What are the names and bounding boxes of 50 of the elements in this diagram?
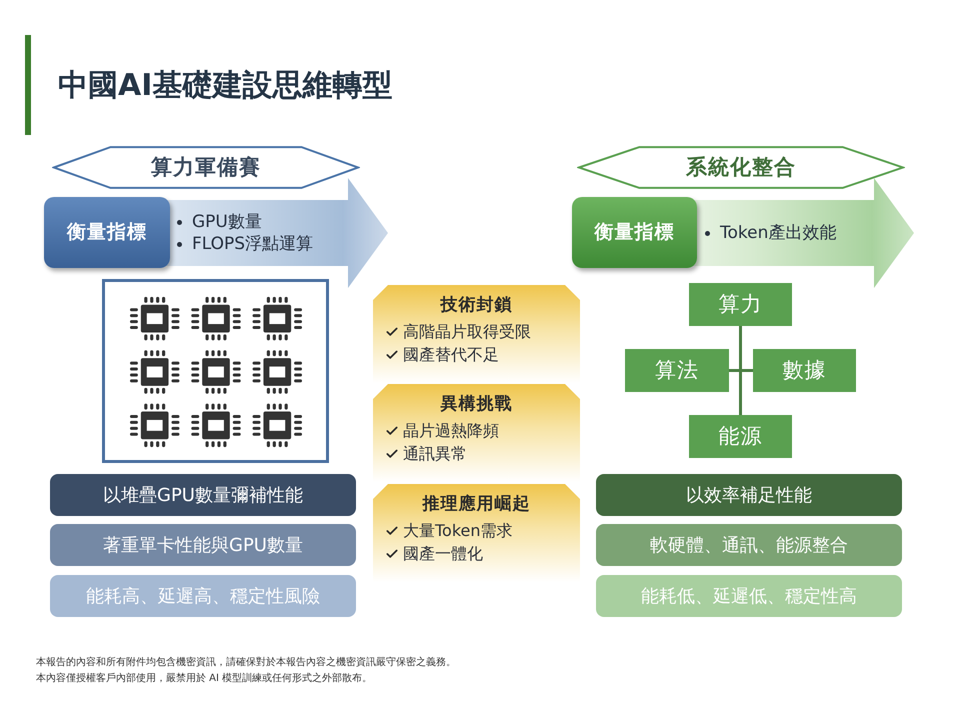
bullet-text: FLOPS浮點運算 [192,234,314,254]
metric-label: 衡量指標 [67,220,147,246]
checklist-item: 通訊異常 [403,442,467,464]
banner-title: 系統化整合 [686,154,796,181]
pillar-box [753,349,856,392]
challenge-panel [373,285,580,383]
challenge-panel [373,484,580,582]
bar-text: 能耗高、延遲高、穩定性風險 [86,584,320,608]
summary-bar [596,524,902,566]
pillar-label: 數據 [782,356,826,384]
checklist-item: 國產一體化 [403,542,483,564]
summary-bar [596,575,902,617]
metric-box [572,197,697,268]
bullet-text: GPU數量 [192,212,262,232]
bar-text: 能耗低、延遲低、穩定性高 [641,584,857,608]
block-arrow-banner [572,178,914,288]
metric-box [44,197,170,268]
bullet-text: Token產出效能 [720,222,836,244]
block-arrow-banner [44,178,388,288]
footnote-text: 本報告的內容和所有附件均包含機密資訊，請確保對於本報告內容之機密資訊嚴守保密之義務。 [36,656,456,670]
connector-line [739,326,742,415]
hexagon-banner [52,146,360,189]
challenge-panel [373,384,580,482]
metric-label: 衡量指標 [594,220,674,246]
summary-bar [50,524,356,566]
page-title: 中國AI基礎建設思維轉型 [58,67,392,105]
footnote-text: 本內容僅授權客戶內部使用，嚴禁用於 AI 模型訓練或任何形式之外部散布。 [36,672,372,686]
summary-bar [596,474,902,516]
panel-heading: 推理應用崛起 [422,493,530,516]
hexagon-banner [577,146,905,189]
checklist-item: 晶片過熱降頻 [403,420,499,442]
pillar-box [625,349,729,392]
checklist-item: 高階晶片取得受限 [403,320,531,342]
bar-text: 以效率補足性能 [686,484,812,508]
bar-text: 軟硬體、通訊、能源整合 [650,534,848,558]
pillar-label: 能源 [718,422,762,450]
bar-text: 著重單卡性能與GPU數量 [103,534,303,558]
checklist-item: 大量Token需求 [403,520,513,542]
panel-heading: 異構挑戰 [440,393,512,416]
bar-text: 以堆疊GPU數量彌補性能 [103,484,303,508]
summary-bar [50,575,356,617]
pillar-label: 算法 [655,356,699,384]
checklist-item: 國產替代不足 [403,344,499,366]
pillar-box [689,415,792,458]
panel-heading: 技術封鎖 [440,294,512,317]
summary-bar [50,474,356,516]
pillar-label: 算力 [718,290,762,318]
banner-title: 算力軍備賽 [151,154,261,181]
pillar-box [689,283,792,326]
connector-line [729,369,753,372]
